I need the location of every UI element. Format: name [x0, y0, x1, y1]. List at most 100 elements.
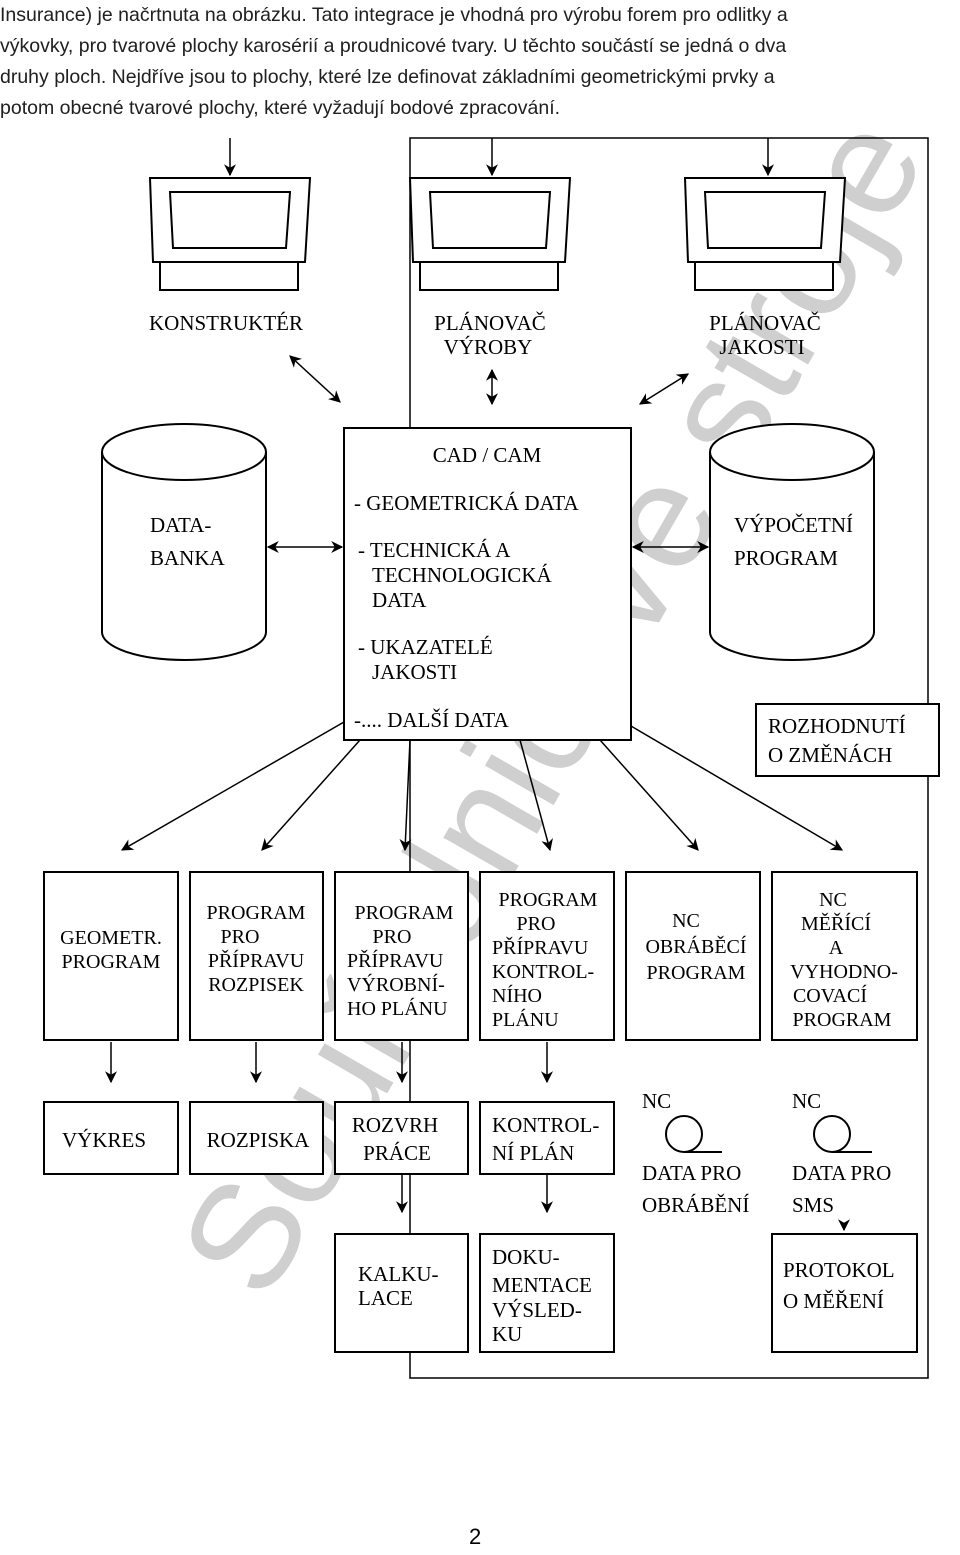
output-label: PRÁCE — [363, 1141, 431, 1165]
program-label: PŘÍPRAVU — [347, 949, 444, 972]
program-label: GEOMETR. — [60, 927, 162, 949]
calc-program-label: VÝPOČETNÍ — [734, 513, 853, 537]
bottom-label: MENTACE — [492, 1273, 592, 1297]
decision-label: ROZHODNUTÍ — [768, 714, 906, 738]
bottom-box — [771, 1233, 918, 1353]
bottom-label: KU — [492, 1322, 522, 1346]
program-label: VYHODNO- — [790, 961, 898, 983]
intro-paragraph: Insurance) je načrtnuta na obrázku. Tato… — [0, 0, 958, 124]
intro-line: potom obecné tvarové plochy, které vyžad… — [0, 97, 561, 119]
databank-label: BANKA — [150, 546, 226, 570]
flow-arrow — [599, 739, 699, 851]
intro-line: druhy ploch. Nejdříve jsou to plochy, kt… — [0, 66, 775, 88]
flow-arrow — [120, 721, 345, 851]
program-label: NÍHO — [492, 984, 542, 1007]
calc-program-cylinder — [709, 423, 875, 661]
program-box — [189, 871, 324, 1041]
bottom-label: DOKU- — [492, 1245, 560, 1269]
program-label: PRO — [517, 913, 556, 935]
cadcam-item: JAKOSTI — [372, 660, 457, 684]
storage-icon — [665, 1115, 722, 1153]
cadcam-item: DATA — [372, 588, 427, 612]
bottom-box — [479, 1233, 615, 1353]
cadcam-item: - UKAZATELÉ — [358, 635, 493, 659]
cadcam-item: TECHNOLOGICKÁ — [372, 563, 552, 587]
program-box — [43, 871, 179, 1041]
nc-label: NC — [642, 1089, 671, 1113]
program-label: PRO — [373, 926, 412, 948]
program-box — [334, 871, 469, 1041]
monitor-icon — [408, 177, 572, 291]
bidirectional-arrow — [289, 355, 341, 403]
program-label: NC — [672, 910, 700, 932]
workstation-label-planner: PLÁNOVAČ — [434, 311, 546, 335]
bottom-label: VÝSLED- — [492, 1298, 582, 1322]
program-label: PLÁNU — [492, 1008, 559, 1031]
program-label: PROGRAM — [793, 1009, 892, 1031]
calc-program-label: PROGRAM — [734, 546, 838, 570]
program-label: PROGRAM — [207, 902, 306, 924]
workstation-label-quality: JAKOSTI — [719, 335, 804, 359]
output-box — [479, 1101, 615, 1175]
cadcam-item: - TECHNICKÁ A — [358, 538, 511, 562]
nc-data-label: SMS — [792, 1193, 834, 1217]
flow-arrow — [261, 739, 361, 851]
program-label: PROGRAM — [62, 951, 161, 973]
program-label: PROGRAM — [647, 962, 746, 984]
program-label: A — [829, 937, 844, 959]
decision-label: O ZMĚNÁCH — [768, 743, 892, 767]
program-label: PŘÍPRAVU — [208, 949, 305, 972]
nc-data-label: OBRÁBĚNÍ — [642, 1193, 749, 1217]
program-label: NC — [819, 889, 847, 911]
monitor-icon — [683, 177, 847, 291]
cadcam-title: CAD / CAM — [433, 443, 542, 467]
nc-data-label: DATA PRO — [792, 1161, 891, 1185]
program-label: PROGRAM — [355, 902, 454, 924]
workstation-label-designer: KONSTRUKTÉR — [149, 311, 303, 335]
nc-data-label: DATA PRO — [642, 1161, 741, 1185]
output-box — [43, 1101, 179, 1175]
program-label: PROGRAM — [499, 889, 598, 911]
storage-icon — [813, 1115, 872, 1153]
bottom-label: O MĚŘENÍ — [783, 1289, 884, 1313]
bidirectional-arrow — [638, 373, 690, 405]
cadcam-item: - GEOMETRICKÁ DATA — [354, 491, 579, 515]
output-box — [334, 1101, 469, 1175]
program-box — [479, 871, 615, 1041]
program-label: ROZPISEK — [208, 974, 304, 996]
program-label: PŘÍPRAVU — [492, 936, 589, 959]
intro-line: výkovky, pro tvarové plochy karosérií a … — [0, 35, 787, 57]
databank-cylinder — [101, 423, 267, 661]
cadcam-box — [343, 427, 632, 741]
cadcam-item: -.... DALŠÍ DATA — [354, 708, 509, 732]
workstation-label-quality: PLÁNOVAČ — [709, 311, 821, 335]
flow-arrow — [399, 739, 412, 852]
flow-arrow — [630, 725, 844, 851]
bottom-label: LACE — [358, 1286, 413, 1310]
output-box — [189, 1101, 324, 1175]
program-label: OBRÁBĚCÍ — [645, 935, 746, 958]
output-label: ROZVRH — [352, 1113, 438, 1137]
flow-arrow — [519, 739, 553, 852]
output-label: NÍ PLÁN — [492, 1141, 574, 1165]
intro-line: Insurance) je načrtnuta na obrázku. Tato… — [0, 4, 788, 26]
program-label: PRO — [221, 926, 260, 948]
databank-label: DATA- — [150, 513, 211, 537]
decision-box — [755, 703, 940, 777]
program-box — [625, 871, 761, 1041]
program-label: MĚŘÍCÍ — [801, 912, 871, 935]
program-label: KONTROL- — [492, 961, 594, 983]
bottom-label: KALKU- — [358, 1262, 438, 1286]
bottom-box — [334, 1233, 469, 1353]
program-label: VÝROBNÍ- — [347, 973, 445, 996]
workstation-label-planner: VÝROBY — [444, 335, 533, 359]
nc-label: NC — [792, 1089, 821, 1113]
program-label: HO PLÁNU — [347, 997, 448, 1020]
bottom-label: PROTOKOL — [783, 1258, 895, 1282]
output-label: VÝKRES — [62, 1128, 146, 1152]
program-box — [771, 871, 918, 1041]
monitor-icon — [148, 177, 312, 291]
output-label: ROZPISKA — [207, 1128, 311, 1152]
